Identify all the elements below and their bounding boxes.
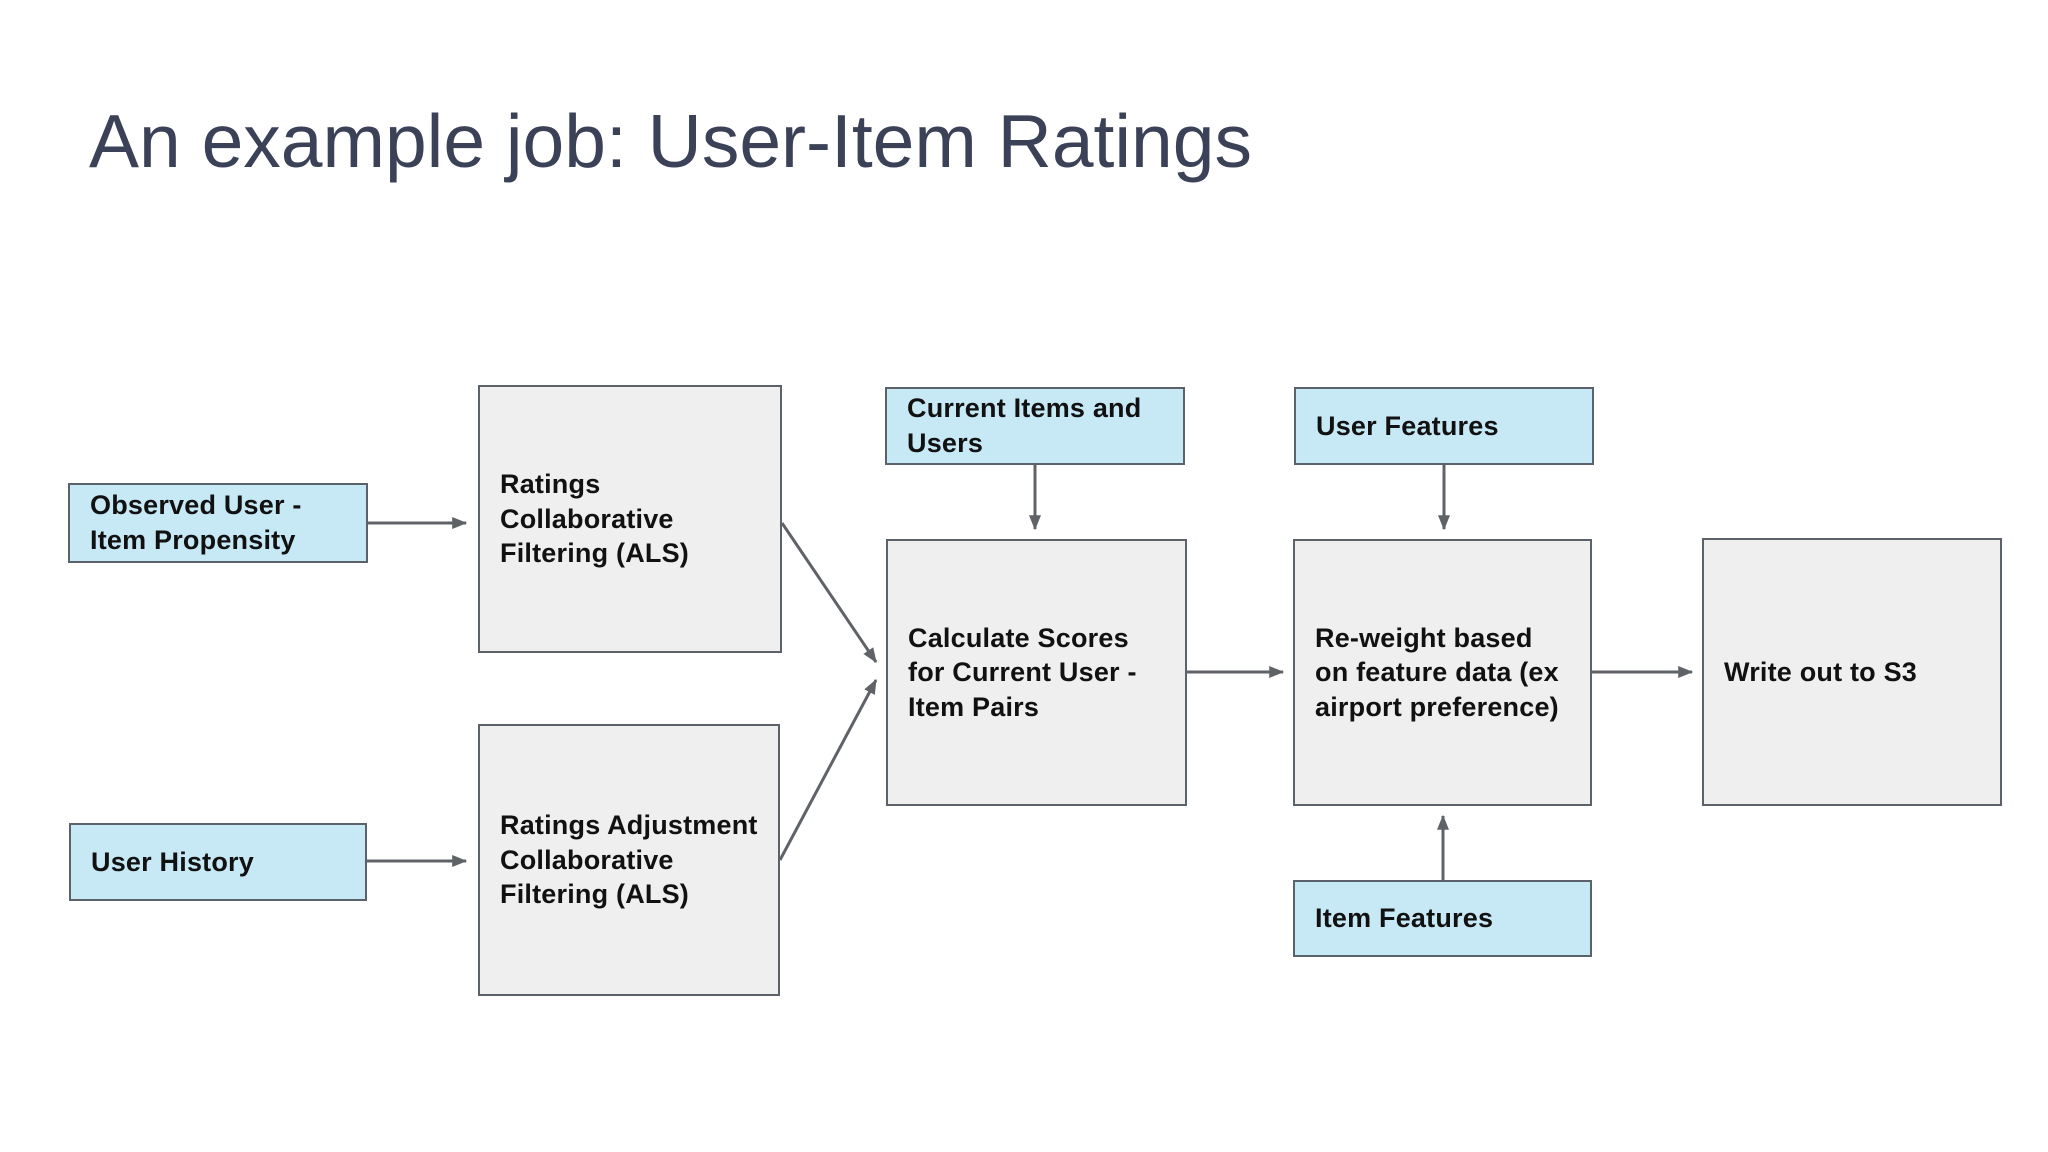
node-label: Item Features xyxy=(1315,903,1494,934)
node-label: Ratings Collaborative Filtering (ALS) xyxy=(500,469,689,569)
node-label: Ratings Adjustment Collaborative Filteri… xyxy=(500,810,758,910)
node-label: Calculate Scores for Current User - Item… xyxy=(908,622,1137,722)
node-user-features: User Features xyxy=(1294,387,1594,465)
node-write-out-to-s3: Write out to S3 xyxy=(1702,538,2002,806)
node-label: User Features xyxy=(1316,410,1499,441)
node-label: User History xyxy=(91,846,254,877)
node-observed-user-item-propensity: Observed User - Item Propensity xyxy=(68,483,368,563)
node-label: Current Items and Users xyxy=(907,393,1142,458)
node-user-history: User History xyxy=(69,823,367,901)
node-label: Re-weight based on feature data (ex airp… xyxy=(1315,622,1559,722)
node-label: Write out to S3 xyxy=(1724,656,1918,687)
node-ratings-collaborative-filtering-als: Ratings Collaborative Filtering (ALS) xyxy=(478,385,782,653)
node-calculate-scores-for-current-user-item-pairs: Calculate Scores for Current User - Item… xyxy=(886,539,1187,806)
node-item-features: Item Features xyxy=(1293,880,1592,957)
node-ratings-adjustment-collaborative-filtering-als: Ratings Adjustment Collaborative Filteri… xyxy=(478,724,780,996)
slide-title: An example job: User-Item Ratings xyxy=(89,99,1252,183)
arrow-ratings-cf-to-calculate-scores xyxy=(780,522,878,663)
node-re-weight-based-on-feature-data: Re-weight based on feature data (ex airp… xyxy=(1293,539,1592,806)
node-current-items-and-users: Current Items and Users xyxy=(885,387,1185,465)
arrow-ratings-adjustment-to-calculate-scores xyxy=(778,678,878,861)
node-label: Observed User - Item Propensity xyxy=(90,490,302,555)
